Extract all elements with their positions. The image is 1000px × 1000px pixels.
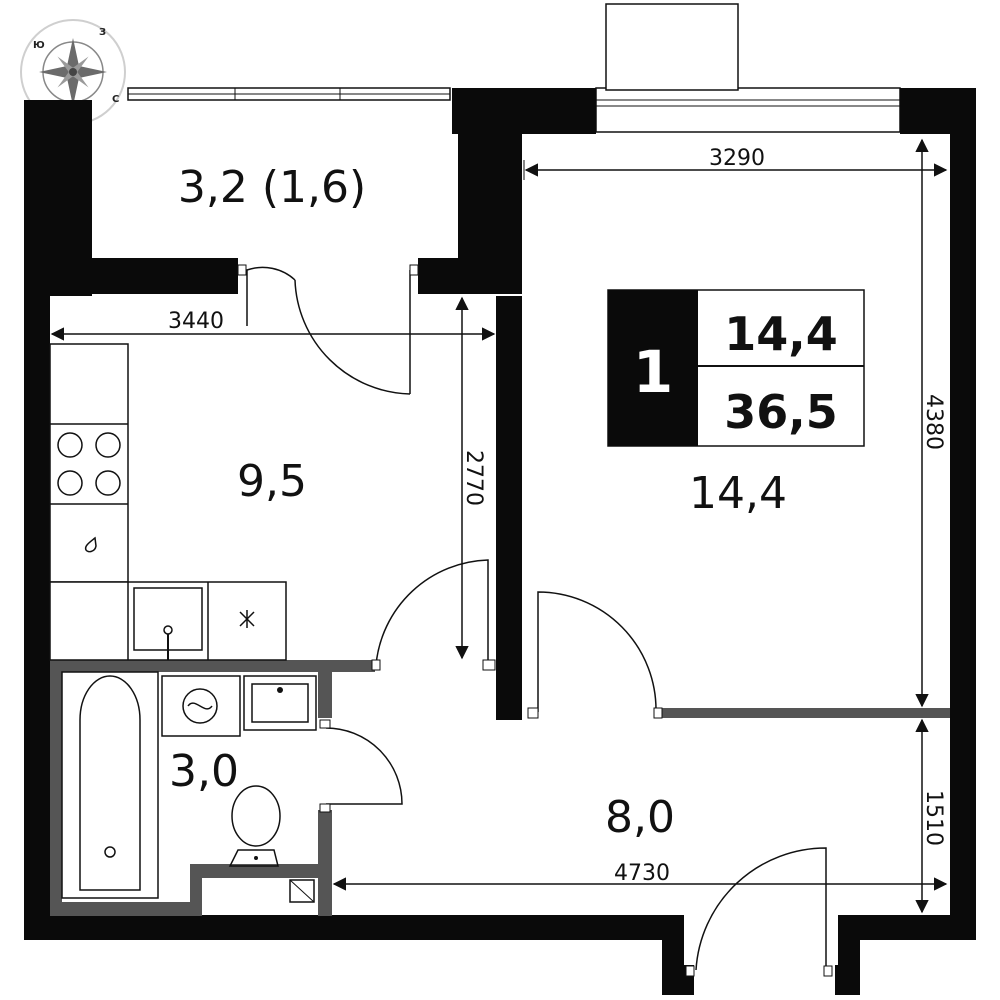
living-room-window [595,3,901,133]
entrance-door [685,847,833,977]
kitchen-sink-icon [133,587,203,660]
bathroom-door [319,719,403,813]
rooms-count-label: 1 [633,338,673,406]
kitchen-width-label: 3440 [168,309,224,334]
living-height-label: 4380 [921,394,946,450]
toilet-icon [228,785,281,867]
balcony-door [237,264,419,395]
compass-east-label: С [112,94,119,105]
bathroom-area-label: 3,0 [169,746,239,797]
kitchen-area-label: 9,5 [237,456,307,507]
living-room-door [527,591,663,719]
gas-flame-icon [84,536,97,553]
dimension-hall-width: 4730 [332,861,948,891]
apartment-summary-badge: 1 14,4 36,5 [607,289,865,447]
dimension-living-width: 3290 [523,146,948,180]
living-width-label: 3290 [709,146,765,171]
interior-walls [50,134,950,916]
balcony-area-label: 3,2 (1,6) [178,162,366,213]
water-heater-icon [289,879,315,903]
badge-total-area-label: 36,5 [724,385,838,439]
living-room-area-label: 14,4 [689,468,787,519]
hall-area-label: 8,0 [605,792,675,843]
exterior-walls [24,88,976,995]
kitchen-door [371,559,496,671]
dishwasher-icon [239,610,255,628]
dimension-hall-depth: 1510 [915,718,946,914]
kitchen-depth-label: 2770 [461,450,486,506]
stove-icon [57,432,121,496]
hall-width-label: 4730 [614,861,670,886]
hall-depth-label: 1510 [921,790,946,846]
compass-north-label: З [99,27,106,38]
bathtub-icon [61,671,159,899]
bathroom-sink-icon [243,675,317,731]
dimension-kitchen-width: 3440 [50,309,496,341]
air-conditioner-unit [605,3,739,91]
dimension-living-height: 4380 [915,138,946,708]
compass-west-label: Ю [33,40,45,51]
badge-living-area-label: 14,4 [724,307,838,361]
balcony-window [127,87,451,101]
dimension-kitchen-depth: 2770 [455,296,486,660]
washing-machine-icon [161,675,241,737]
compass-icon: Ю З В С [20,19,126,125]
